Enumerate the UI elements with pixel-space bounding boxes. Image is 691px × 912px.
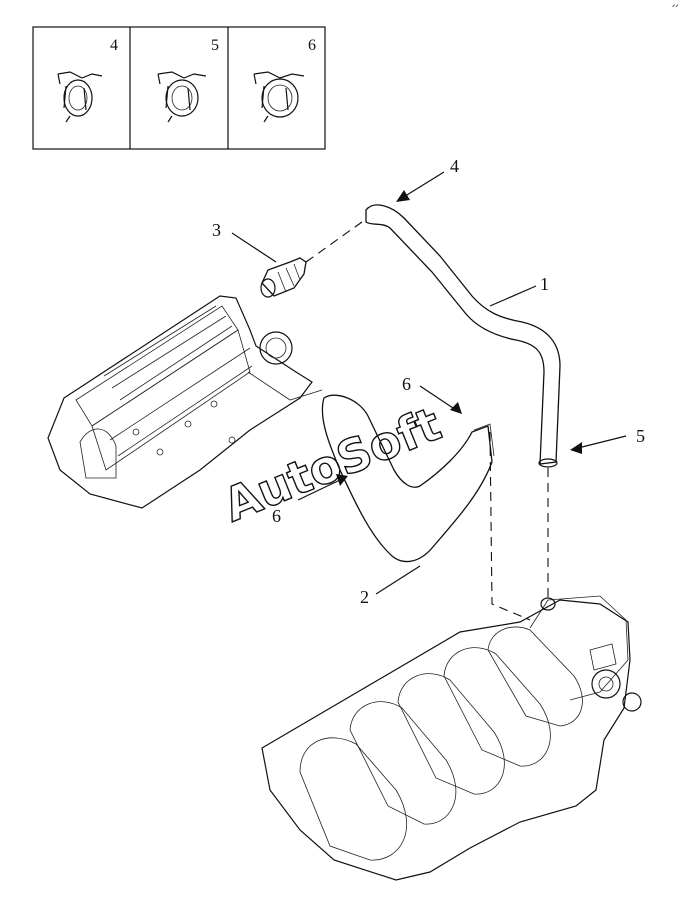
hose-clamp-icon bbox=[57, 71, 103, 123]
legend-number: 4 bbox=[110, 37, 118, 54]
callout-label: 6 bbox=[402, 374, 411, 394]
intake-manifold bbox=[261, 595, 642, 881]
breather-hose bbox=[365, 204, 561, 468]
pcv-valve bbox=[260, 257, 307, 298]
hose-clamp-icon bbox=[157, 71, 207, 123]
callout-5: 5 bbox=[570, 426, 645, 454]
callout-label: 6 bbox=[272, 506, 281, 526]
cylinder-head-cover bbox=[47, 295, 323, 509]
callout-6-upper: 6 bbox=[402, 374, 462, 414]
clip-legend: 4 5 6 bbox=[32, 26, 326, 150]
legend-cell-5: 5 bbox=[157, 37, 219, 123]
callout-label: 3 bbox=[212, 220, 221, 240]
callout-3: 3 bbox=[212, 220, 277, 263]
callout-label: 2 bbox=[360, 587, 369, 607]
ventilation-hose bbox=[321, 394, 495, 563]
legend-number: 6 bbox=[308, 37, 316, 54]
callout-4: 4 bbox=[396, 156, 459, 202]
legend-frame bbox=[32, 26, 326, 150]
legend-number: 5 bbox=[211, 37, 219, 54]
legend-cell-4: 4 bbox=[57, 37, 118, 123]
callout-6-lower: 6 bbox=[272, 474, 348, 526]
callout-label: 5 bbox=[636, 426, 645, 446]
callout-label: 1 bbox=[540, 274, 549, 294]
corner-mark: ᐟᐟ bbox=[672, 3, 679, 12]
hose-clamp-icon bbox=[253, 71, 305, 123]
legend-cell-6: 6 bbox=[253, 37, 316, 123]
callout-label: 4 bbox=[450, 156, 459, 176]
callout-1: 1 bbox=[489, 274, 549, 307]
callout-2: 2 bbox=[360, 565, 421, 607]
